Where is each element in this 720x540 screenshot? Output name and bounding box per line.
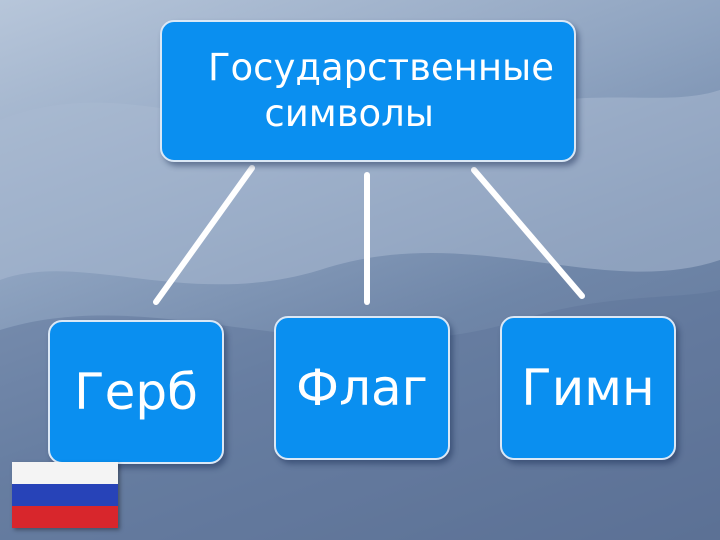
russian-flag-icon bbox=[12, 462, 118, 528]
flag-stripe-blue bbox=[12, 484, 118, 506]
root-node-label: Государственные символы bbox=[182, 45, 554, 137]
flag-stripe-red bbox=[12, 506, 118, 528]
node-gerb: Герб bbox=[48, 320, 224, 464]
flag-stripe-white bbox=[12, 462, 118, 484]
connector-to-gerb bbox=[153, 165, 255, 305]
root-label-line1: Государственные bbox=[207, 46, 554, 89]
root-node-state-symbols: Государственные символы bbox=[160, 20, 576, 162]
connector-to-gimn bbox=[471, 167, 585, 299]
root-label-line2: символы bbox=[264, 92, 434, 135]
node-gimn-label: Гимн bbox=[521, 359, 655, 417]
node-gerb-label: Герб bbox=[74, 363, 198, 421]
node-flag: Флаг bbox=[274, 316, 450, 460]
node-flag-label: Флаг bbox=[296, 359, 428, 417]
node-gimn: Гимн bbox=[500, 316, 676, 460]
